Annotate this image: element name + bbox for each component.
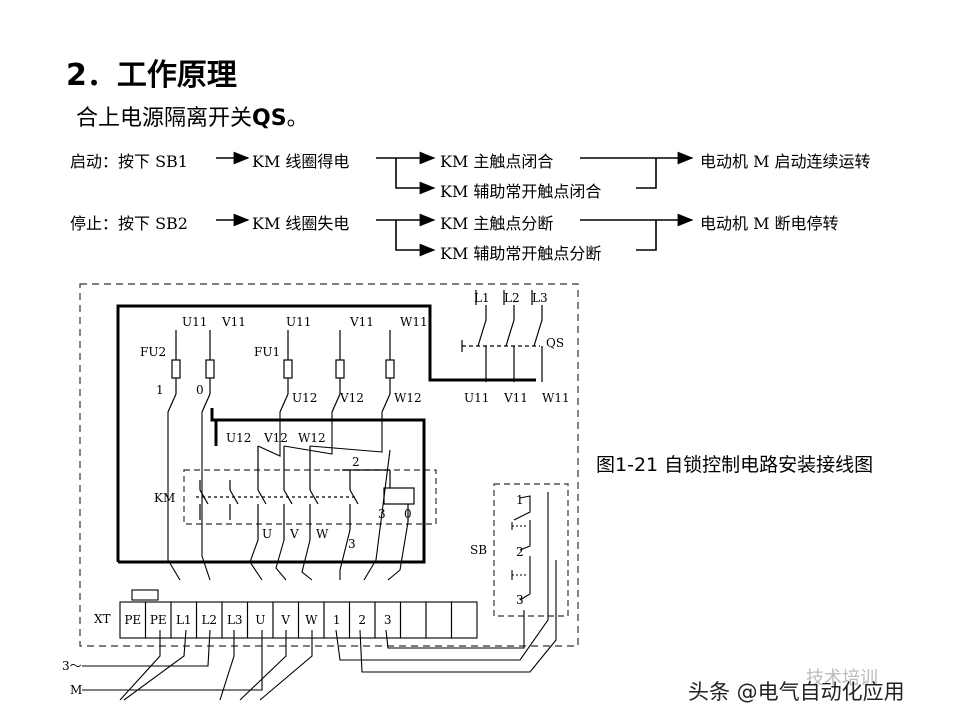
terminal-label: PE (124, 613, 141, 627)
intro-line: 合上电源隔离开关QS。 (76, 100, 309, 132)
supply-motor-label: M (70, 683, 82, 697)
fuses (167, 330, 395, 413)
km-u-label: U (262, 527, 272, 541)
km-node3b-label: 3 (348, 537, 356, 551)
qs-l3-label: L3 (532, 291, 548, 305)
flow-stop-coil: KM 线圈失电 (252, 214, 350, 233)
fu2-out1-label: 1 (156, 383, 164, 397)
km-label: KM (154, 491, 175, 505)
terminal-label: L3 (227, 613, 243, 627)
flow-stop-main: KM 主触点分断 (440, 214, 554, 233)
terminal-label: 2 (358, 613, 366, 627)
fu1-u11-label: U11 (286, 315, 311, 329)
watermark-small: 技术培训 (806, 668, 878, 689)
flow-start-result: 电动机 M 启动连续运转 (700, 152, 871, 171)
flow-arrows (216, 151, 694, 257)
km-w12-label: W12 (298, 431, 326, 445)
flow-start-coil: KM 线圈得电 (252, 152, 350, 171)
flow-start-aux: KM 辅助常开触点闭合 (440, 182, 602, 201)
intro-text: 合上电源隔离开关 (76, 106, 253, 131)
figure-caption: 图1-21 自锁控制电路安装接线图 (596, 454, 874, 476)
terminal-label: 3 (384, 613, 392, 627)
terminal-label: V (280, 613, 290, 627)
sb-label: SB (470, 543, 487, 557)
sb-node3-label: 3 (516, 593, 524, 607)
terminal-label: U (255, 613, 265, 627)
sb-button-outline (493, 483, 569, 617)
km-v-label: V (289, 527, 299, 541)
fu1-w12-label: W12 (394, 391, 422, 405)
terminal-label: 1 (333, 613, 341, 627)
fu2-v11-label: V11 (221, 315, 246, 329)
terminal-block: PE PE L1 L2 L3 U V W 1 2 3 (119, 601, 478, 639)
terminal-label: L1 (176, 613, 192, 627)
fu2-label: FU2 (140, 345, 166, 359)
sb-node1-label: 1 (516, 493, 524, 507)
qs-label: QS (546, 336, 564, 350)
fu2-out0-label: 0 (196, 383, 204, 397)
terminal-label: PE (150, 613, 167, 627)
pe-jumper (131, 589, 159, 601)
fu1-v11-label: V11 (349, 315, 374, 329)
sb-node2-label: 2 (516, 545, 524, 559)
qs-u11-label: U11 (464, 391, 489, 405)
fu1-u12-label: U12 (292, 391, 317, 405)
thin-wiring (82, 412, 557, 701)
qs-switch (461, 290, 543, 382)
qs-w11-label: W11 (542, 391, 570, 405)
flow-start-label: 启动：按下 SB1 (70, 152, 188, 171)
qs-v11-label: V11 (503, 391, 528, 405)
thick-wiring (116, 304, 536, 564)
intro-qs: QS (252, 106, 287, 131)
km-node2-label: 2 (352, 455, 360, 469)
intro-end: 。 (286, 106, 309, 131)
fu1-w11-label: W11 (400, 315, 428, 329)
section-heading: 2．工作原理 (66, 50, 237, 94)
watermark-source: 头条 @电气自动化应用 (688, 680, 905, 704)
km-u12-label: U12 (226, 431, 251, 445)
flow-stop-aux: KM 辅助常开触点分断 (440, 244, 602, 263)
terminal-block-label: XT (94, 612, 111, 626)
terminal-label: W (305, 613, 318, 627)
terminal-cell (399, 601, 427, 639)
qs-l2-label: L2 (504, 291, 520, 305)
terminal-label: L2 (201, 613, 217, 627)
section-number: 2． (66, 58, 117, 93)
terminal-cell (450, 601, 478, 639)
km-v12-label: V12 (263, 431, 288, 445)
control-board-outline (79, 283, 579, 647)
terminal-cell (425, 601, 453, 639)
fu2-u11-label: U11 (182, 315, 207, 329)
section-title: 工作原理 (116, 58, 237, 93)
fu1-label: FU1 (254, 345, 280, 359)
flow-stop-label: 停止：按下 SB2 (70, 214, 188, 233)
km-contacts (196, 446, 415, 540)
flow-start-main: KM 主触点闭合 (440, 152, 554, 171)
supply-3phase-label: 3～ (62, 659, 82, 673)
qs-l1-label: L1 (474, 291, 490, 305)
flow-stop-result: 电动机 M 断电停转 (700, 214, 839, 233)
fu1-v12-label: V12 (339, 391, 364, 405)
km-w-label: W (316, 527, 329, 541)
km-node0-label: 0 (404, 507, 412, 521)
